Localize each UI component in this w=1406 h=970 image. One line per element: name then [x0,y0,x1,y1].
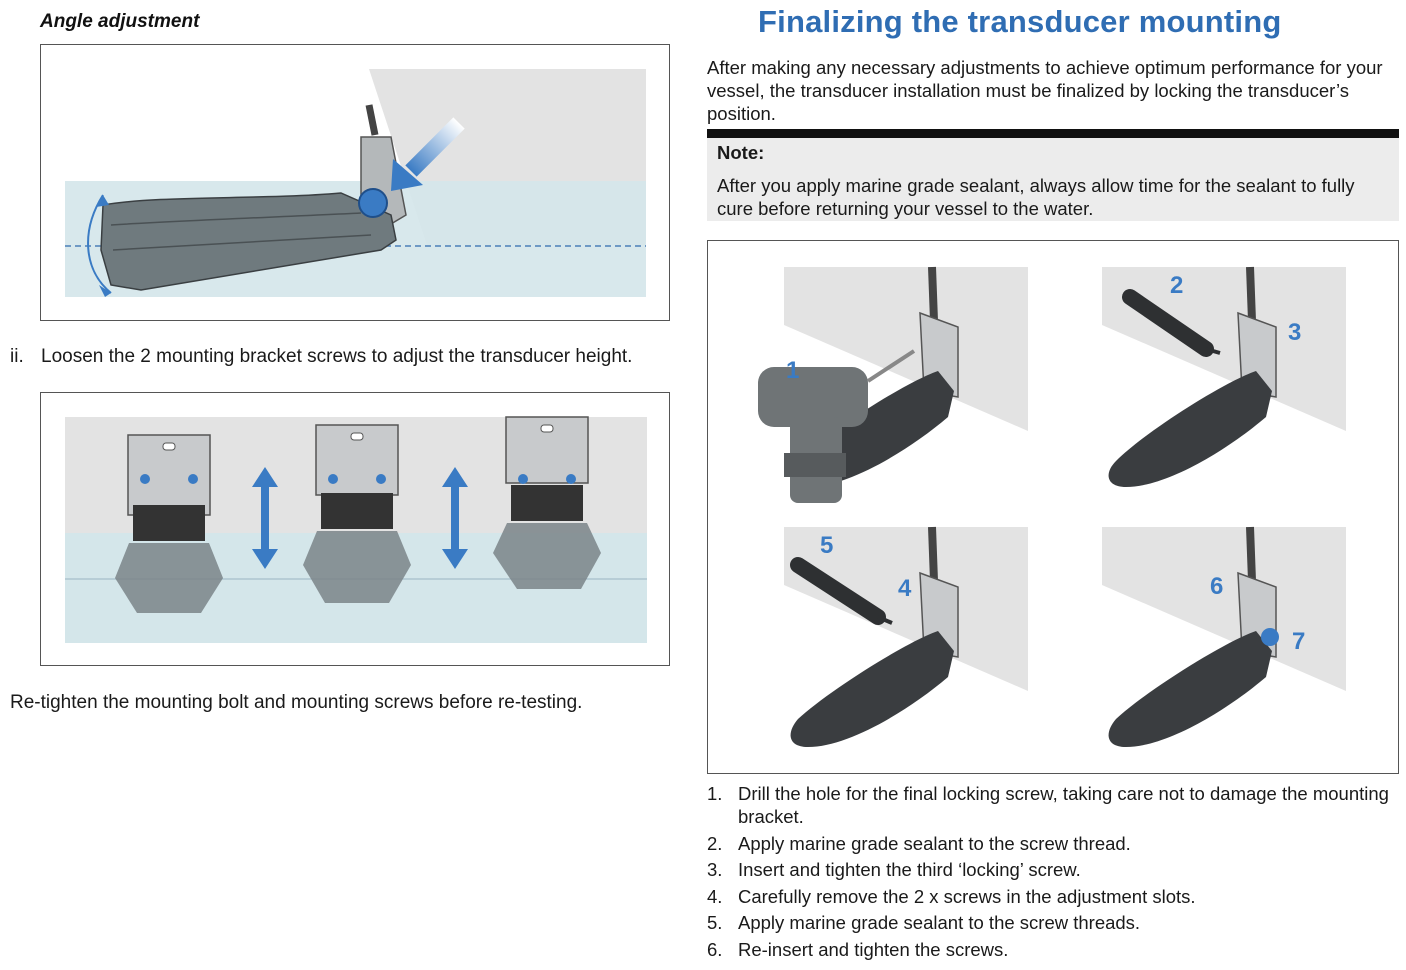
callout-4: 4 [898,575,912,602]
callout-6: 6 [1210,573,1223,600]
finalizing-steps-list: 1.Drill the hole for the final locking s… [707,782,1397,964]
transducer-panel-4 [1108,526,1279,747]
callout-1: 1 [786,357,799,384]
finalizing-steps-illustration: 1 2 3 4 5 6 7 [758,266,1346,747]
section-heading: Finalizing the transducer mounting [758,4,1282,39]
transducer-high [493,416,601,589]
retighten-instruction: Re-tighten the mounting bolt and mountin… [10,692,583,713]
transducer-panel-2 [1108,266,1277,487]
height-adjustment-illustration [65,416,647,643]
angle-adjustment-illustration [65,69,646,297]
callout-5: 5 [820,532,833,559]
height-arrow-1 [252,467,278,569]
transducer-low [115,434,223,613]
angle-adjustment-figure [40,44,670,321]
note-body: After you apply marine grade sealant, al… [717,175,1355,219]
note-box: Note: After you apply marine grade seala… [707,129,1399,221]
list-item: 3.Insert and tighten the third ‘locking’… [707,859,1081,880]
intro-paragraph: After making any necessary adjustments t… [707,57,1383,124]
mounting-bolt [358,188,388,218]
step-ii-number: ii. [10,346,24,367]
list-item: 4.Carefully remove the 2 x screws in the… [707,885,1196,907]
height-arrow-2 [442,467,468,569]
transducer-panel-1 [758,266,959,503]
list-item: 1.Drill the hole for the final locking s… [707,783,1389,827]
angle-adjustment-title: Angle adjustment [40,11,200,32]
transducer-mid [303,424,411,603]
step-ii-text: Loosen the 2 mounting bracket screws to … [41,346,633,367]
finalizing-steps-figure: 1 2 3 4 5 6 7 [707,240,1399,774]
note-title: Note: [717,142,765,163]
height-adjustment-figure [40,392,670,666]
callout-7: 7 [1292,628,1305,655]
callout-3: 3 [1288,319,1301,346]
list-item: 6.Re-insert and tighten the screws. [707,938,1009,960]
list-item: 5.Apply marine grade sealant to the scre… [707,912,1141,933]
callout-2: 2 [1170,272,1183,299]
step-ii: ii. Loosen the 2 mounting bracket screws … [10,346,690,368]
transducer-panel-3 [790,526,959,747]
panel-backdrops [784,267,1346,691]
direction-arrow [405,117,465,177]
list-item: 2.Apply marine grade sealant to the scre… [707,832,1131,854]
cable [365,104,379,136]
